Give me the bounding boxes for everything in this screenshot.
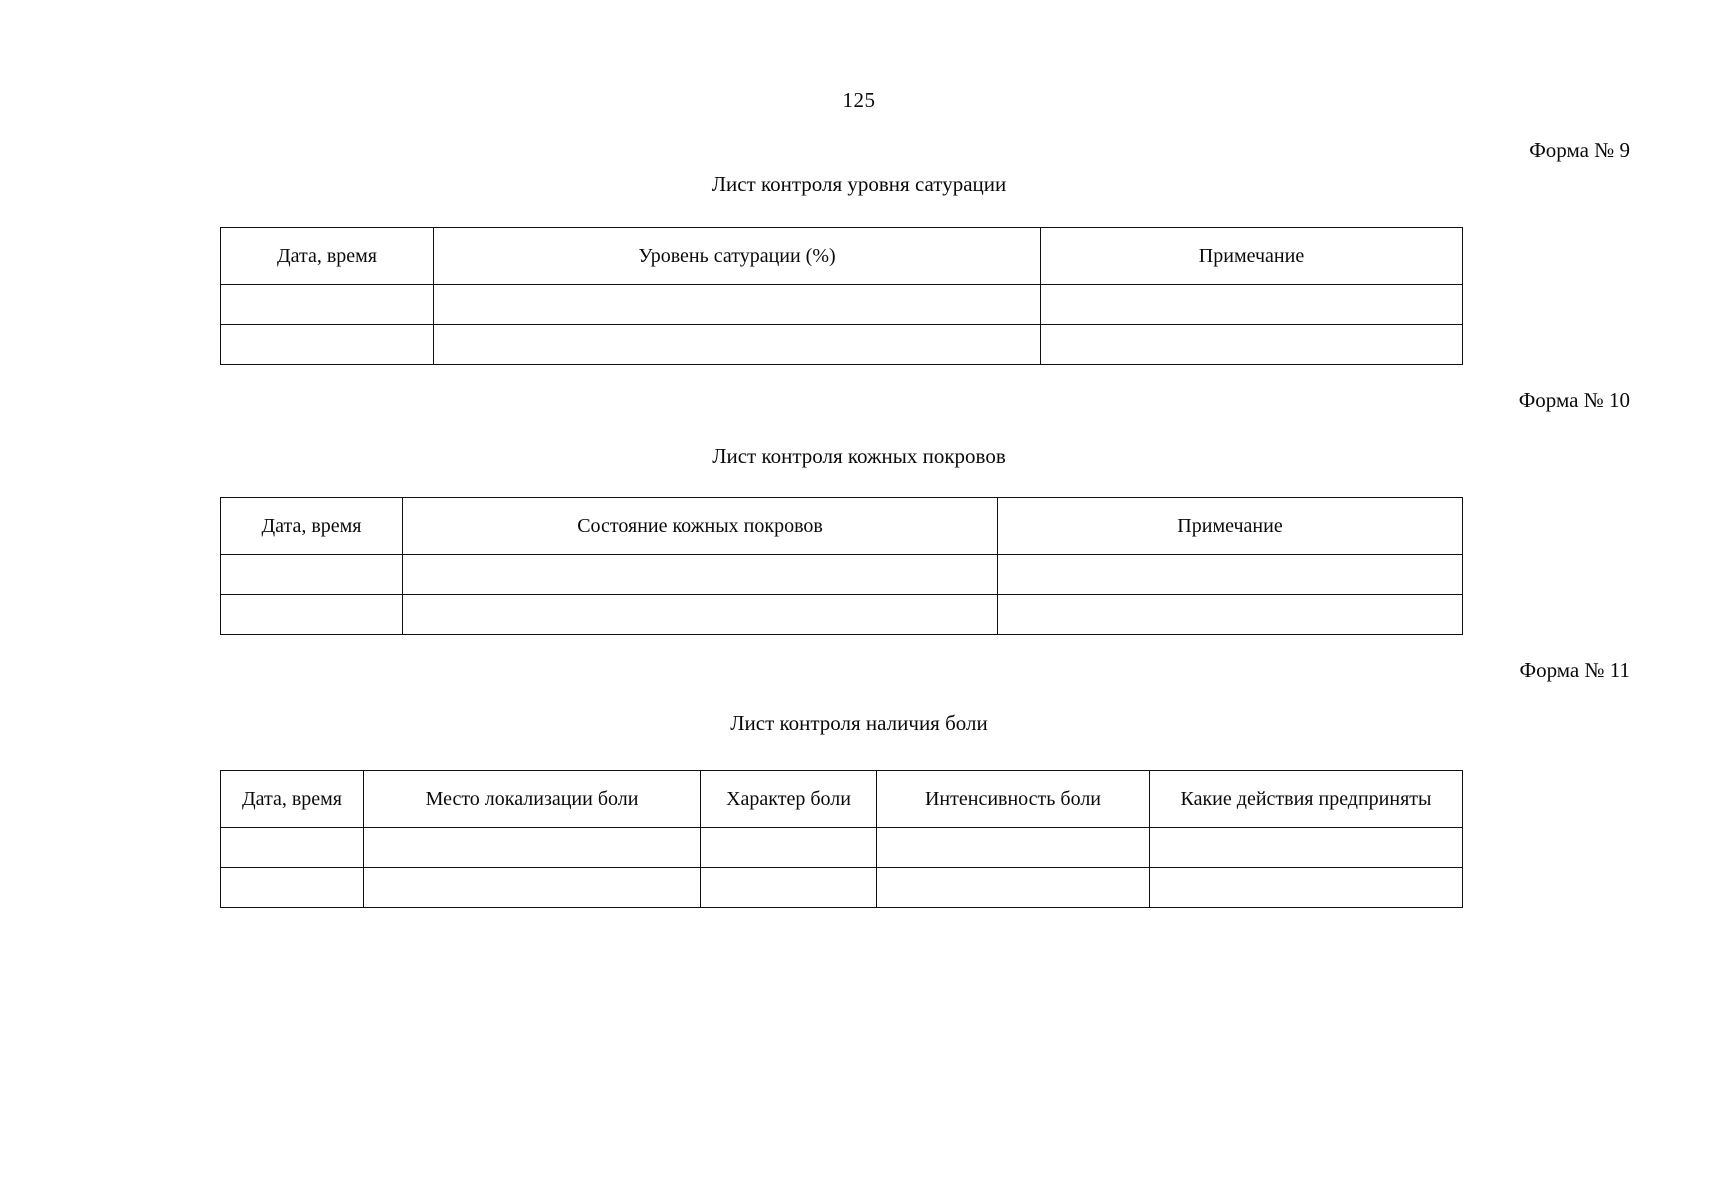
cell-saturation-level[interactable] [433,284,1041,325]
cell-pain-character[interactable] [700,867,877,908]
cell-skin-condition[interactable] [402,594,998,635]
column-header-date-time: Дата, время [220,227,434,285]
pain-control-table: Дата, время Место локализации боли Харак… [220,770,1463,908]
table-header-row: Дата, время Уровень сатурации (%) Примеч… [220,227,1463,285]
cell-skin-condition[interactable] [402,554,998,595]
column-header-pain-intensity: Интенсивность боли [876,770,1150,828]
table-header-row: Дата, время Состояние кожных покровов Пр… [220,497,1463,555]
column-header-skin-condition: Состояние кожных покровов [402,497,998,555]
cell-note[interactable] [1040,284,1463,325]
column-header-note: Примечание [997,497,1463,555]
cell-note[interactable] [997,554,1463,595]
cell-note[interactable] [997,594,1463,635]
cell-actions-taken[interactable] [1149,867,1463,908]
cell-pain-location[interactable] [363,867,701,908]
cell-pain-intensity[interactable] [876,867,1150,908]
column-header-date-time: Дата, время [220,770,364,828]
cell-date-time[interactable] [220,594,403,635]
table-row [220,827,1463,868]
column-header-pain-character: Характер боли [700,770,877,828]
form-label-11: Форма № 11 [1519,658,1631,682]
section-title-pain: Лист контроля наличия боли [730,711,988,735]
cell-date-time[interactable] [220,284,434,325]
cell-date-time[interactable] [220,554,403,595]
form-label-9: Форма № 9 [1529,138,1630,162]
cell-saturation-level[interactable] [433,324,1041,365]
table-row [220,594,1463,635]
form-label-10: Форма № 10 [1518,388,1630,412]
skin-control-table: Дата, время Состояние кожных покровов Пр… [220,497,1463,635]
table-header-row: Дата, время Место локализации боли Харак… [220,770,1463,828]
section-title-saturation: Лист контроля уровня сатурации [711,172,1007,196]
cell-actions-taken[interactable] [1149,827,1463,868]
cell-pain-location[interactable] [363,827,701,868]
column-header-saturation-level: Уровень сатурации (%) [433,227,1041,285]
cell-pain-intensity[interactable] [876,827,1150,868]
table-row [220,867,1463,908]
saturation-control-table: Дата, время Уровень сатурации (%) Примеч… [220,227,1463,365]
cell-date-time[interactable] [220,827,364,868]
column-header-note: Примечание [1040,227,1463,285]
cell-date-time[interactable] [220,324,434,365]
table-row [220,284,1463,325]
table-row [220,554,1463,595]
cell-note[interactable] [1040,324,1463,365]
column-header-date-time: Дата, время [220,497,403,555]
cell-pain-character[interactable] [700,827,877,868]
column-header-pain-location: Место локализации боли [363,770,701,828]
section-title-skin: Лист контроля кожных покровов [712,444,1006,468]
page-number: 125 [842,88,876,112]
column-header-actions-taken: Какие действия предприняты [1149,770,1463,828]
table-row [220,324,1463,365]
cell-date-time[interactable] [220,867,364,908]
